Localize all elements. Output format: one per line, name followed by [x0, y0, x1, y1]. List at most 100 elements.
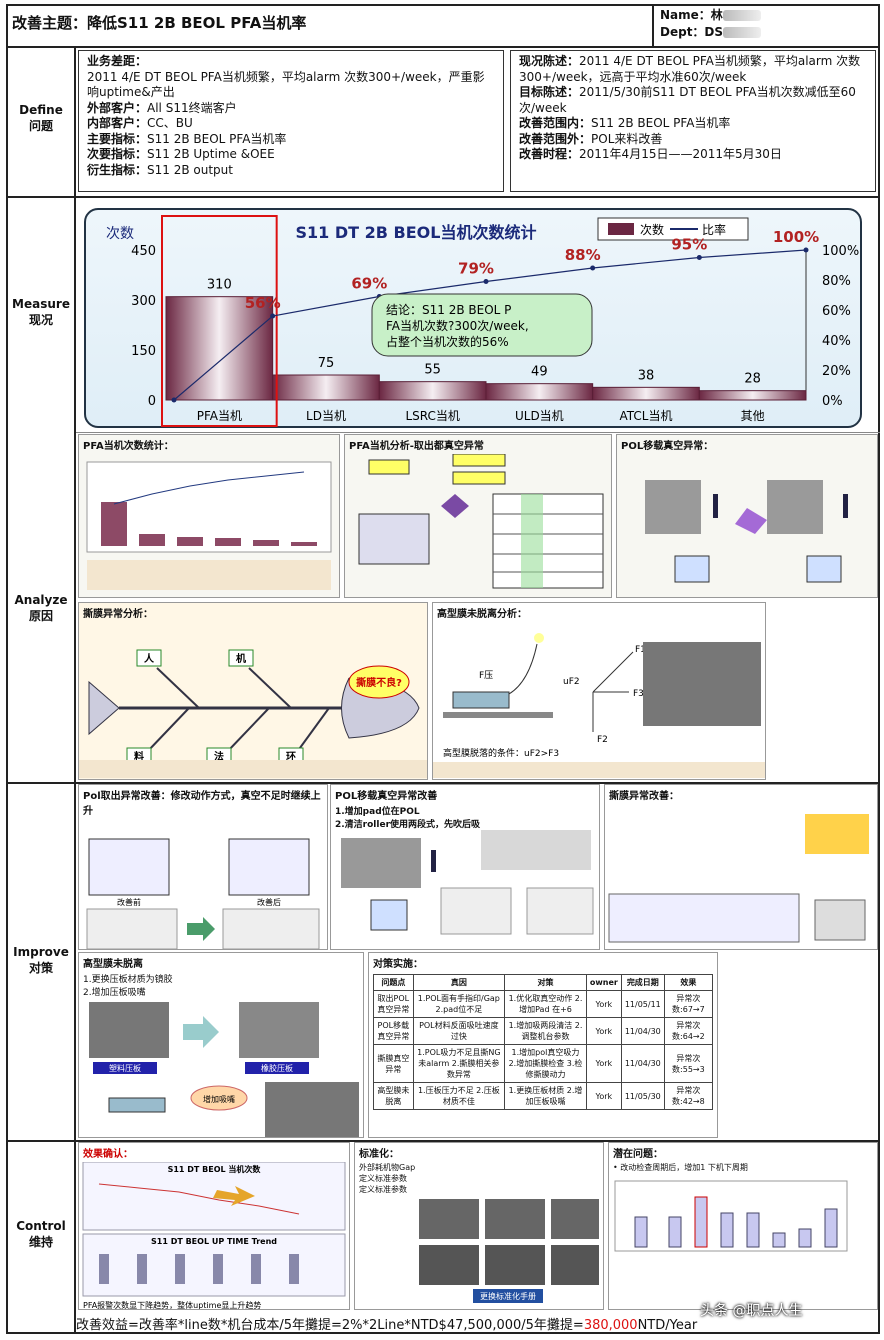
redacted-dept	[723, 27, 762, 38]
bar	[698, 390, 807, 401]
bar	[592, 386, 700, 401]
improve-title-3: 撕膜异常改善：	[609, 791, 679, 802]
analyze-title-5: 高型膜未脱离分析：	[437, 609, 527, 620]
define-left-line: 主要指标：S11 2B BEOL PFA当机率	[87, 132, 495, 148]
bar	[485, 383, 594, 401]
platen-icon: 塑料压板 橡胶压板 增加吸嘴	[89, 1002, 359, 1137]
divider	[6, 1140, 880, 1142]
f1-label: F1	[635, 645, 646, 655]
legend-label-bar: 次数	[640, 222, 664, 237]
table-cell: York	[585, 1017, 622, 1045]
benefit-formula-pre: 改善效益=改善率*line数*机台成本/5年攤提=2%*2Line*NTD$47…	[76, 1318, 584, 1333]
define-right-value: 2011/5/30前S11 DT BEOL PFA当机次数减低至60次/week	[519, 85, 856, 115]
table-header: 对策	[504, 974, 587, 991]
y-tick-right: 20%	[822, 364, 851, 379]
improve-peel-thumb: 撕膜异常改善：	[604, 784, 878, 950]
benefit-unit: NTD/Year	[637, 1318, 698, 1333]
bar	[165, 296, 274, 401]
control-chart1-title: S11 DT BEOL 当机次数	[168, 1164, 262, 1174]
improve-4a: 1.更换压板材质为镜胶	[83, 975, 173, 985]
define-right-value: 2011 4/E DT BEOL PFA当机频繁，平均alarm 次数300+/…	[519, 54, 861, 84]
analyze-title-4: 撕膜异常分析：	[83, 609, 153, 620]
control-standard-item-2: 定义标准参数	[359, 1174, 407, 1183]
x-tick-label: LSRC当机	[405, 409, 459, 423]
define-left-line: 衍生指标：S11 2B output	[87, 163, 495, 179]
define-right-line: 改善时程：2011年4月15日——2011年5月30日	[519, 147, 867, 163]
standard-manual-button: 更换标准化手册	[480, 1291, 536, 1301]
peel-analysis-thumb: 高型膜未脱离分析： F1 F2 F3 uF2 F压 高型膜脱落的条件：uF2>F…	[432, 602, 766, 780]
standard-photos-icon: 更换标准化手册	[419, 1199, 599, 1303]
improve-2b: 2.清洁roller使用两段式，先吹后吸	[335, 820, 481, 830]
force-diagram: F1 F2 F3 uF2 F压 高型膜脱落的条件：uF2>F3	[433, 633, 765, 778]
cumulative-label: 69%	[351, 275, 387, 293]
analyze-vacuum-thumb: PFA当机分析-取出都真空异常	[344, 434, 612, 598]
legend-label-line: 比率	[702, 222, 726, 237]
analyze-title-2: PFA当机分析-取出都真空异常	[349, 441, 484, 452]
highlight-box	[161, 215, 278, 427]
fish-head-label: 撕膜不良?	[356, 676, 402, 689]
define-right-line: 改善范围外：POL来料改善	[519, 132, 867, 148]
potential-chart-icon	[614, 1180, 848, 1252]
define-right-value: POL来料改善	[591, 131, 663, 146]
cumulative-point	[483, 279, 489, 284]
cumulative-label: 95%	[671, 236, 707, 254]
table-cell: York	[585, 990, 622, 1018]
peel-condition: 高型膜脱落的条件：uF2>F3	[443, 747, 559, 759]
control-standard-item-1: 外部耗机物Gap	[359, 1163, 416, 1172]
define-left-value: 2011 4/E DT BEOL PFA当机频繁，平均alarm 次数300+/…	[87, 69, 485, 100]
f3-label: F3	[633, 689, 644, 699]
define-right-key: 目标陈述：	[519, 85, 580, 99]
control-standard-thumb: 标准化： 外部耗机物Gap 定义标准参数 定义标准参数 更换标准化手册	[354, 1142, 604, 1310]
table-cell: 1.更换压板材质 2.增加压板吸嘴	[504, 1082, 587, 1110]
table-cell: York	[585, 1082, 622, 1110]
define-left-key: 主要指标：	[87, 131, 148, 146]
improve-4b: 2.增加压板吸嘴	[83, 988, 146, 998]
benefit-formula: 改善效益=改善率*line数*机台成本/5年攤提=2%*2Line*NTD$47…	[76, 1314, 697, 1333]
bar-value-label: 28	[744, 372, 761, 387]
improve-peel-off-thumb: 高型膜未脱离 1.更换压板材质为镜胶 2.增加压板吸嘴 塑料压板 橡胶压板 增加…	[78, 952, 364, 1138]
name-label: Name：林	[660, 8, 723, 22]
cumulative-point	[803, 247, 809, 253]
x-tick-label: LD当机	[306, 409, 346, 423]
y-tick-left: 150	[131, 344, 156, 359]
define-left-value: S11 2B Uptime &OEE	[147, 147, 275, 161]
dept-label: Dept：DS	[660, 25, 724, 39]
bar-value-label: 55	[424, 363, 441, 378]
page-title: 改善主题：降低S11 2B BEOL PFA当机率	[12, 14, 307, 32]
pad-icon	[341, 830, 594, 935]
define-left-line: 次要指标：S11 2B Uptime &OEE	[87, 147, 495, 163]
define-right-line: 现况陈述：2011 4/E DT BEOL PFA当机频繁，平均alarm 次数…	[519, 54, 867, 85]
define-right-line: 改善范围内：S11 2B BEOL PFA当机率	[519, 116, 867, 132]
control-charts-icon: S11 DT BEOL 当机次数 S11 DT BEOL UP TIME Tre…	[82, 1161, 346, 1309]
cumulative-point	[696, 255, 702, 260]
before-after-icon: 改善前 改善后	[86, 838, 320, 949]
bar-value-label: 38	[638, 368, 655, 383]
pareto-chart: S11 DT 2B BEOL当机次数统计次数次数比率4503001500100%…	[106, 215, 859, 427]
control-title-2: 标准化：	[359, 1149, 399, 1160]
y-tick-right: 80%	[822, 274, 851, 289]
improve-title-2: POL移载真空异常改善	[335, 791, 438, 802]
y-tick-right: 60%	[822, 304, 851, 319]
divider	[6, 782, 880, 784]
fishbone-category-box	[228, 649, 254, 667]
control-chart2-title: S11 DT BEOL UP TIME Trend	[151, 1237, 277, 1246]
fishbone-category-box	[136, 649, 162, 667]
control-standard-item-3: 定义标准参数	[359, 1185, 407, 1194]
define-left-box: 业务差距：2011 4/E DT BEOL PFA当机频繁，平均alarm 次数…	[78, 50, 504, 192]
cumulative-point	[171, 397, 177, 403]
table-cell: 1.POL面有手指印/Gap 2.pad位不足	[412, 990, 506, 1018]
divider	[6, 46, 880, 48]
improve-title-1: Pol取出异常改善：修改动作方式，真空不足时继续上升	[83, 791, 321, 817]
table-cell: 异常次数:55→3	[663, 1044, 714, 1083]
table-cell: 1.增加吸两段清洁 2.调整机台参数	[504, 1017, 587, 1045]
fishbone-diagram: 人机料法环 撕膜不良?	[79, 649, 427, 778]
define-right-key: 现况陈述：	[519, 54, 580, 68]
table-header: 完成日期	[620, 974, 665, 991]
